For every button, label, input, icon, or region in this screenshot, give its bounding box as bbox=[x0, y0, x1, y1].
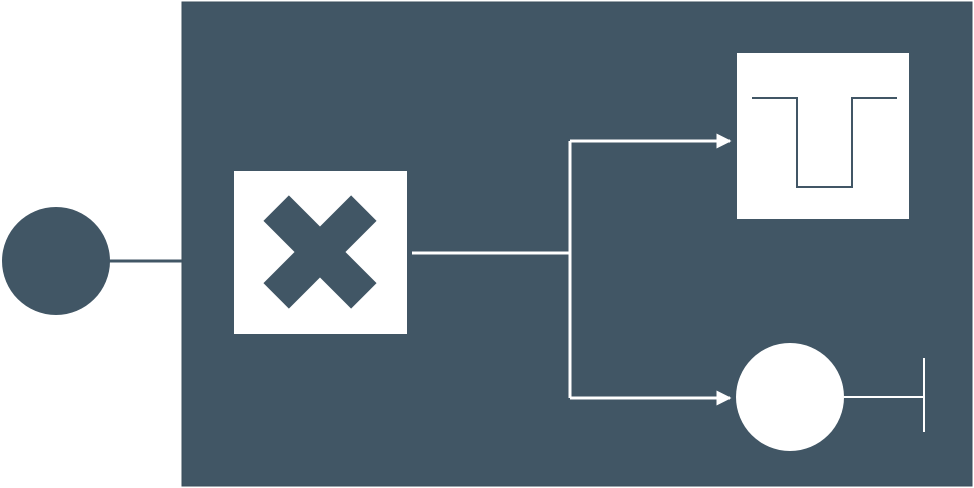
source-node[interactable] bbox=[2, 207, 110, 315]
sink-node[interactable] bbox=[736, 343, 844, 451]
pulse-node[interactable] bbox=[737, 53, 909, 219]
terminator-icon bbox=[844, 358, 925, 432]
pulse-waveform-icon bbox=[752, 97, 897, 188]
cross-icon bbox=[263, 195, 377, 309]
